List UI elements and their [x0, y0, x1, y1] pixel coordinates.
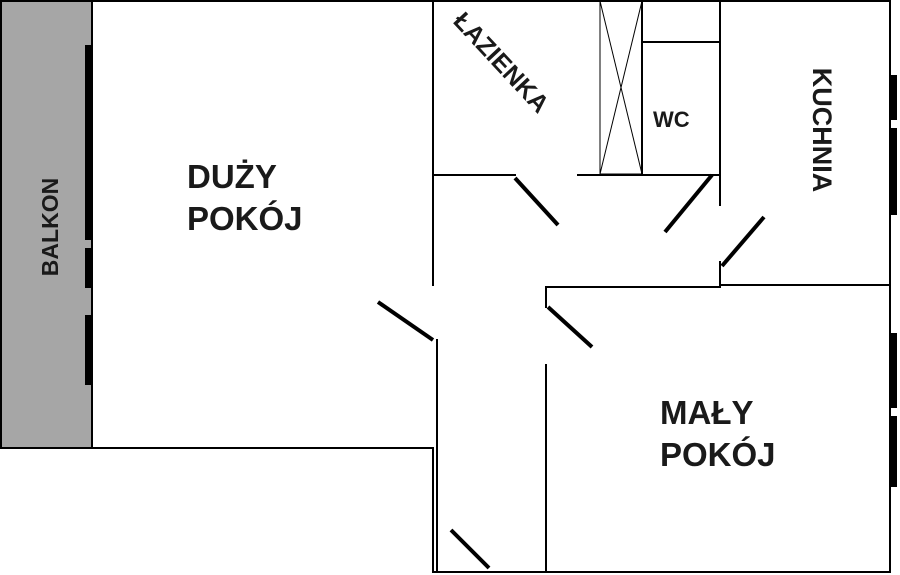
label-duzy-pokoj-line2: POKÓJ [187, 200, 303, 237]
door-bathroom [513, 176, 560, 227]
label-duzy-pokoj-line1: DUŻY [187, 158, 277, 195]
door-wc [663, 173, 714, 234]
door-small-room [546, 305, 594, 349]
door-entrance [449, 528, 491, 570]
label-maly-pokoj-line1: MAŁY [660, 394, 754, 431]
doors [376, 173, 766, 570]
label-lazienka: ŁAZIENKA [448, 7, 555, 119]
door-big-room [376, 300, 435, 342]
label-balkon: BALKON [37, 178, 63, 276]
label-maly-pokoj-line2: POKÓJ [660, 436, 776, 473]
windows [85, 45, 897, 487]
ventilation-shaft [599, 0, 643, 175]
label-kuchnia: KUCHNIA [807, 68, 837, 193]
balcony-area [0, 0, 93, 449]
label-wc: WC [653, 107, 690, 132]
door-kitchen [720, 215, 766, 268]
outer-walls [91, 0, 891, 573]
